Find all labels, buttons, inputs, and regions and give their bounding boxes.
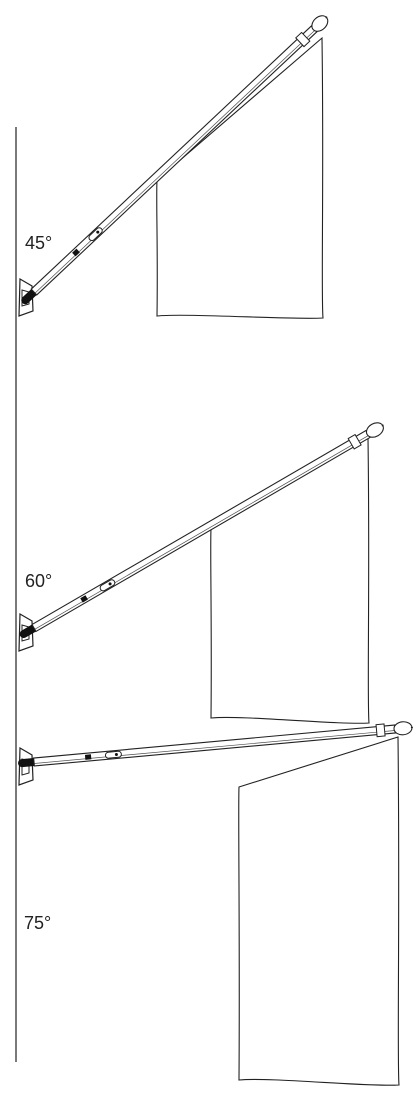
flagpole-60-degree — [18, 422, 384, 724]
pole-end-ring — [295, 31, 311, 48]
flagpole-45-degree — [18, 15, 329, 319]
pole-finial-ball — [393, 721, 413, 736]
pole-base-socket — [18, 758, 38, 768]
pole-lock-button — [108, 582, 112, 586]
flag-cloth — [156, 36, 324, 319]
pole-lock-slot — [99, 579, 116, 592]
pole-end-ring — [347, 433, 362, 450]
pole-joint-marker — [72, 248, 80, 257]
pole-finial-spike — [325, 16, 328, 19]
pole-end-ring — [375, 723, 386, 738]
pole-base-socket — [21, 288, 38, 305]
pole-body — [33, 724, 396, 767]
pole-lock-slot — [88, 227, 103, 242]
pole-body — [30, 25, 318, 296]
pole-highlight-line — [34, 434, 369, 630]
flag-cloth — [238, 736, 400, 1086]
pole-base-socket — [19, 624, 38, 639]
angle-label-45: 45° — [25, 233, 52, 253]
flagpole-75-degree — [18, 721, 413, 1086]
pole-highlight-line — [34, 29, 316, 294]
pole-lock-button — [96, 230, 100, 234]
pole-lock-slot — [104, 750, 122, 759]
pole-finial-spike — [381, 424, 384, 427]
angle-label-60: 60° — [25, 571, 52, 591]
pole-lock-button — [114, 752, 118, 756]
flag-cloth — [210, 437, 370, 724]
pole-body — [31, 429, 371, 633]
pole-highlight-line — [34, 730, 396, 764]
pole-joint-marker — [80, 595, 88, 603]
pole-joint-marker — [84, 754, 92, 760]
angle-label-75: 75° — [24, 913, 51, 933]
